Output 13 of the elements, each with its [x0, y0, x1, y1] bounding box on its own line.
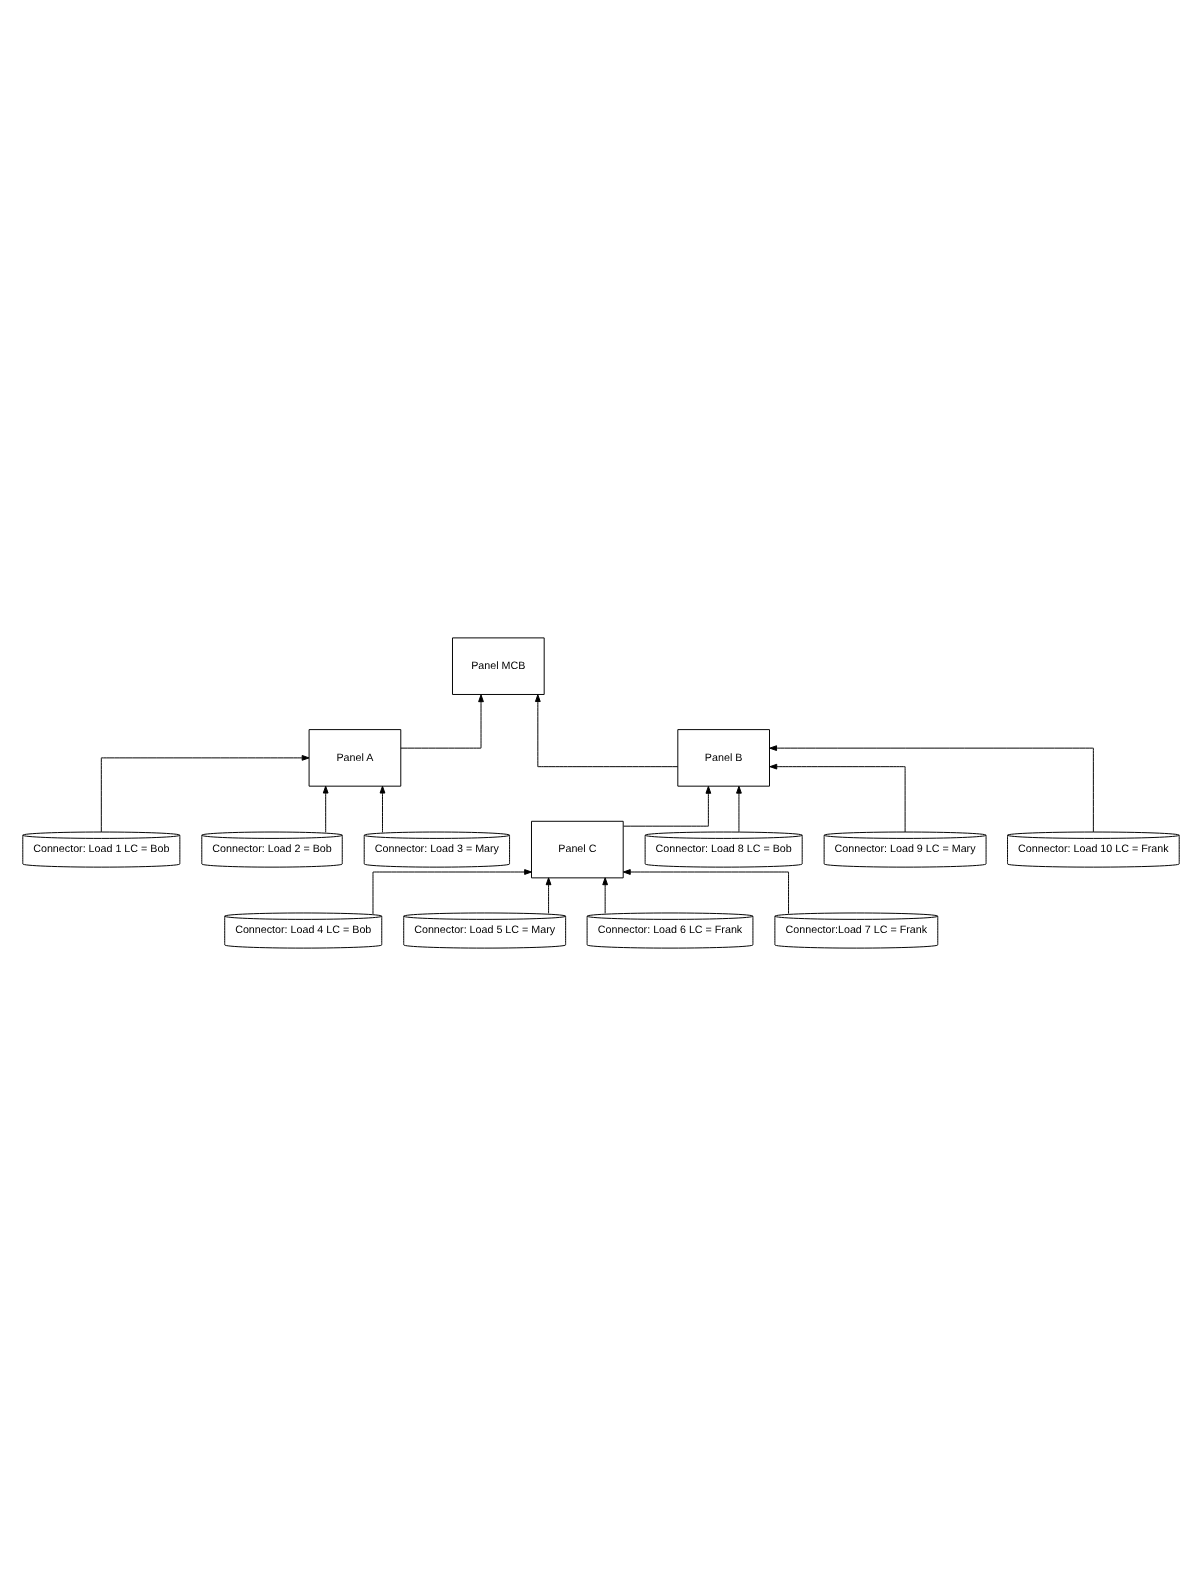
- arrow: [379, 784, 386, 832]
- arrow: [736, 784, 742, 832]
- arrow: [100, 754, 310, 832]
- arrow: [623, 784, 712, 826]
- arrow: [322, 784, 329, 832]
- arrow: [545, 876, 552, 913]
- arrow: [534, 693, 679, 767]
- arrow: [400, 693, 484, 748]
- arrow: [769, 744, 1094, 832]
- arrow: [769, 762, 906, 832]
- arrow: [602, 876, 609, 913]
- arrow: [622, 868, 789, 914]
- arrow: [372, 868, 532, 914]
